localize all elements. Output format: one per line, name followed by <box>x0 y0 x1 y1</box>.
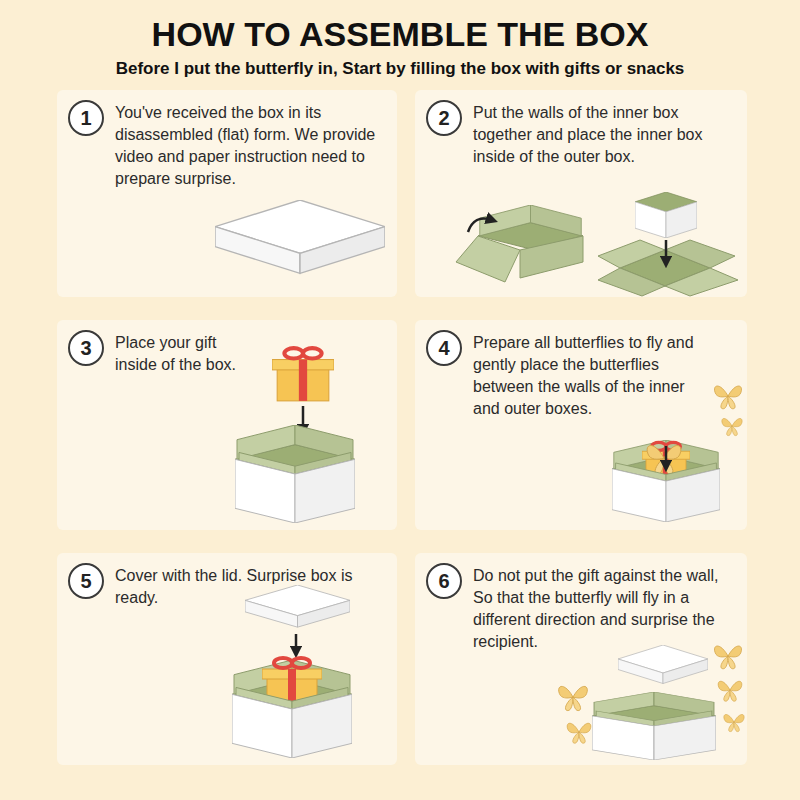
callout-number: 3 <box>80 337 91 360</box>
step-number: 1 <box>68 100 104 136</box>
step-card: You've received the box in its disassemb… <box>57 90 397 297</box>
callout-number: 4 <box>438 337 449 360</box>
step-number: 6 <box>426 563 462 599</box>
step3-art <box>235 348 355 523</box>
callout-number: 5 <box>80 570 91 593</box>
step-number: 5 <box>68 563 104 599</box>
step4-art <box>612 386 742 522</box>
step2-art <box>456 192 738 296</box>
step-number: 3 <box>68 330 104 366</box>
step-card: Cover with the lid. Surprise box is read… <box>57 553 397 765</box>
step-text: Do not put the gift against the wall, So… <box>473 565 739 653</box>
subtitle: Before I put the butterfly in, Start by … <box>0 58 800 80</box>
step-text: Prepare all butterflies to fly and gentl… <box>473 332 711 420</box>
step-card: Put the walls of the inner box together … <box>415 90 747 297</box>
step-text: Put the walls of the inner box together … <box>473 102 738 168</box>
callout-number: 6 <box>438 570 449 593</box>
card-grounds <box>57 90 747 765</box>
step-number: 2 <box>426 100 462 136</box>
step6-art <box>559 645 745 760</box>
title: HOW TO ASSEMBLE THE BOX <box>0 14 800 54</box>
step-card: Do not put the gift against the wall, So… <box>415 553 747 765</box>
callout-number: 1 <box>80 107 91 130</box>
step-card: Place your gift inside of the box. 3 <box>57 320 397 530</box>
callout-number: 2 <box>438 107 449 130</box>
step-text: Cover with the lid. Surprise box is read… <box>115 565 365 609</box>
step5-art <box>232 585 352 758</box>
step1-art <box>215 200 385 273</box>
step-number: 4 <box>426 330 462 366</box>
step-text: You've received the box in its disassemb… <box>115 102 387 190</box>
step-text: Place your gift inside of the box. <box>115 332 240 376</box>
step-card: Prepare all butterflies to fly and gentl… <box>415 320 747 530</box>
